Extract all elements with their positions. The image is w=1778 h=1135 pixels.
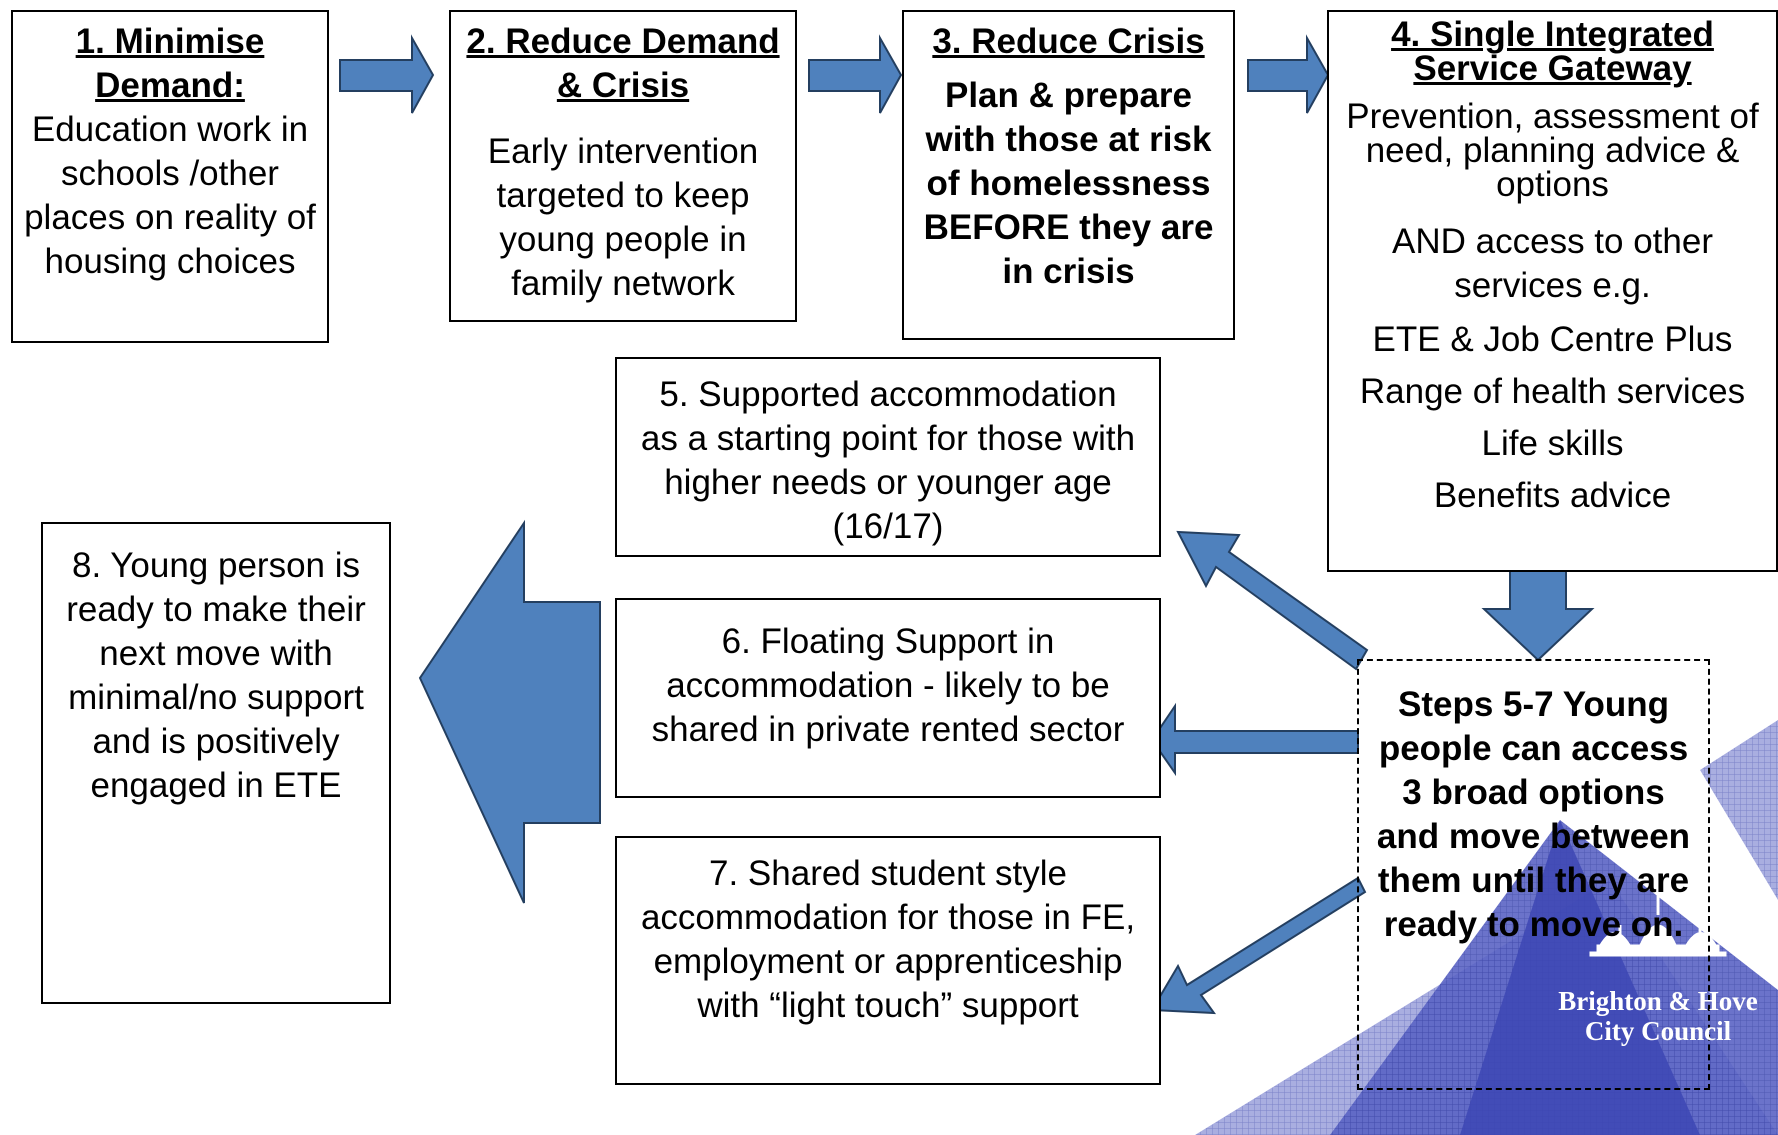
decor-triangle-dark (1460, 820, 1700, 1135)
step-8-body: 8. Young person is ready to make their n… (66, 546, 366, 805)
step-5-body: 5. Supported accommodation as a starting… (640, 375, 1136, 546)
step-1-box: 1. Minimise Demand: Education work in sc… (11, 10, 329, 343)
arrow-hub-to-5 (1176, 530, 1369, 671)
step-4-line-6: Benefits advice (1433, 476, 1672, 515)
step-4-line-2: AND access to other services e.g. (1392, 222, 1713, 305)
step-8-box: 8. Young person is ready to make their n… (41, 522, 391, 1004)
pavilion-icon (1589, 890, 1727, 957)
step-4-line-4: Range of health services (1359, 372, 1746, 411)
step-2-box: 2. Reduce Demand & Crisis Early interven… (449, 10, 797, 322)
step-7-box: 7. Shared student style accommodation fo… (615, 836, 1161, 1085)
arrow-1-to-2 (339, 34, 435, 114)
step-4-line-5: Life skills (1481, 424, 1624, 463)
step-2-body: Early intervention targeted to keep youn… (487, 132, 759, 303)
arrow-3-to-4 (1247, 34, 1330, 114)
step-2-title: 2. Reduce Demand & Crisis (466, 22, 780, 105)
step-1-body: Education work in schools /other places … (24, 110, 316, 281)
step-3-box: 3. Reduce Crisis Plan & prepare with tho… (902, 10, 1235, 340)
council-logo: Brighton & Hove City Council (1538, 950, 1778, 1046)
step-7-body: 7. Shared student style accommodation fo… (640, 854, 1136, 1025)
arrow-2-to-3 (808, 34, 903, 114)
steps-hub-box: Steps 5-7 Young people can access 3 broa… (1357, 659, 1710, 1090)
logo-line-1: Brighton & Hove (1558, 986, 1758, 1016)
arrow-hub-to-6 (1150, 702, 1359, 777)
logo-line-2: City Council (1584, 1016, 1732, 1046)
step-5-box: 5. Supported accommodation as a starting… (615, 357, 1161, 557)
arrow-to-step-8 (418, 519, 601, 904)
step-4-line-1: Prevention, assessment of need, planning… (1346, 97, 1759, 204)
step-4-line-3: ETE & Job Centre Plus (1372, 320, 1733, 359)
arrow-hub-to-7 (1150, 876, 1367, 1015)
step-4-title: 4. Single Integrated Service Gateway (1391, 15, 1714, 88)
steps-hub-body: Steps 5-7 Young people can access 3 broa… (1376, 685, 1691, 944)
step-6-body: 6. Floating Support in accommodation - l… (651, 622, 1125, 749)
step-6-box: 6. Floating Support in accommodation - l… (615, 598, 1161, 798)
step-3-body: Plan & prepare with those at risk of hom… (923, 76, 1214, 291)
step-1-title: 1. Minimise Demand: (75, 22, 265, 105)
arrow-4-to-hub (1481, 569, 1595, 662)
decor-triangle-right (1700, 720, 1778, 900)
step-3-title: 3. Reduce Crisis (932, 22, 1205, 61)
step-4-box: 4. Single Integrated Service Gateway Pre… (1327, 10, 1778, 572)
